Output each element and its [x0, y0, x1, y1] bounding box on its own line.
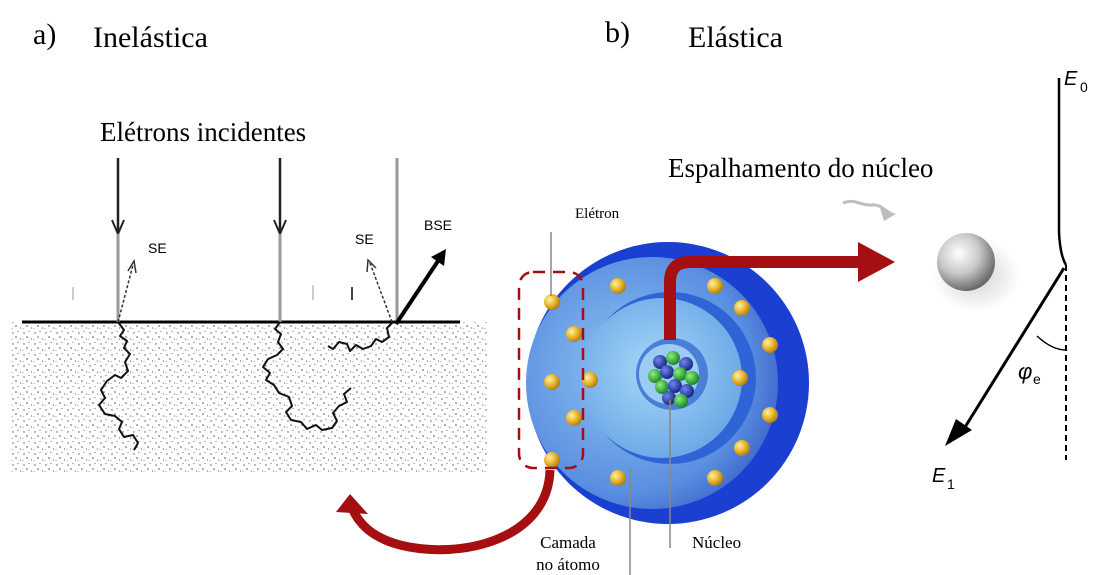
electron [566, 410, 582, 426]
electron [732, 370, 748, 386]
electron [566, 326, 582, 342]
elastic-trajectory [945, 78, 1068, 460]
scatter-angle-symbol: φ [1018, 359, 1032, 384]
electron [544, 374, 560, 390]
bse-arrow [394, 256, 442, 326]
nucleus [648, 351, 699, 408]
se-arrow-2 [369, 262, 393, 323]
red-return-arrow [347, 469, 555, 555]
scatter-angle-subscript: e [1033, 371, 1041, 387]
bse-label: BSE [424, 217, 452, 233]
incident-beams [111, 158, 399, 322]
se-arrow-1 [117, 264, 134, 323]
panel-b-title: Elástica [688, 21, 783, 54]
electron [734, 440, 750, 456]
electron [610, 278, 626, 294]
shell-label-line1: Camada [540, 533, 596, 552]
e0-symbol: E [1064, 68, 1078, 90]
electron [544, 294, 560, 310]
panel-a-title: Inelástica [93, 21, 208, 54]
atom [526, 242, 809, 524]
incoming-path-squiggle [842, 199, 891, 215]
electron [707, 470, 723, 486]
shell-label-line2: no átomo [536, 555, 600, 574]
e1-subscript: 1 [947, 476, 955, 492]
electron [762, 407, 778, 423]
electron [610, 470, 626, 486]
specimen-block [10, 322, 488, 472]
panel-b-letter: b) [605, 16, 630, 49]
electron [734, 300, 750, 316]
electron [707, 278, 723, 294]
outer-shell-highlight-box [517, 270, 585, 470]
electron [544, 452, 560, 468]
nucleus-scatter-label: Espalhamento do núcleo [668, 153, 933, 183]
incident-electrons-label: Elétrons incidentes [100, 117, 306, 147]
angle-arc [1036, 335, 1067, 351]
se-label-1: SE [148, 240, 167, 256]
red-scatter-arrow [664, 256, 862, 340]
electron [582, 372, 598, 388]
e1-symbol: E [932, 465, 946, 487]
se-label-2: SE [355, 231, 374, 247]
electrons [544, 278, 778, 486]
electron-trajectories [98, 321, 394, 451]
nucleus-label: Núcleo [692, 533, 741, 552]
nucleus-sphere [937, 233, 995, 291]
e0-subscript: 0 [1080, 79, 1088, 95]
electron-label: Elétron [575, 206, 620, 222]
panel-a-letter: a) [33, 18, 56, 51]
electron [762, 337, 778, 353]
